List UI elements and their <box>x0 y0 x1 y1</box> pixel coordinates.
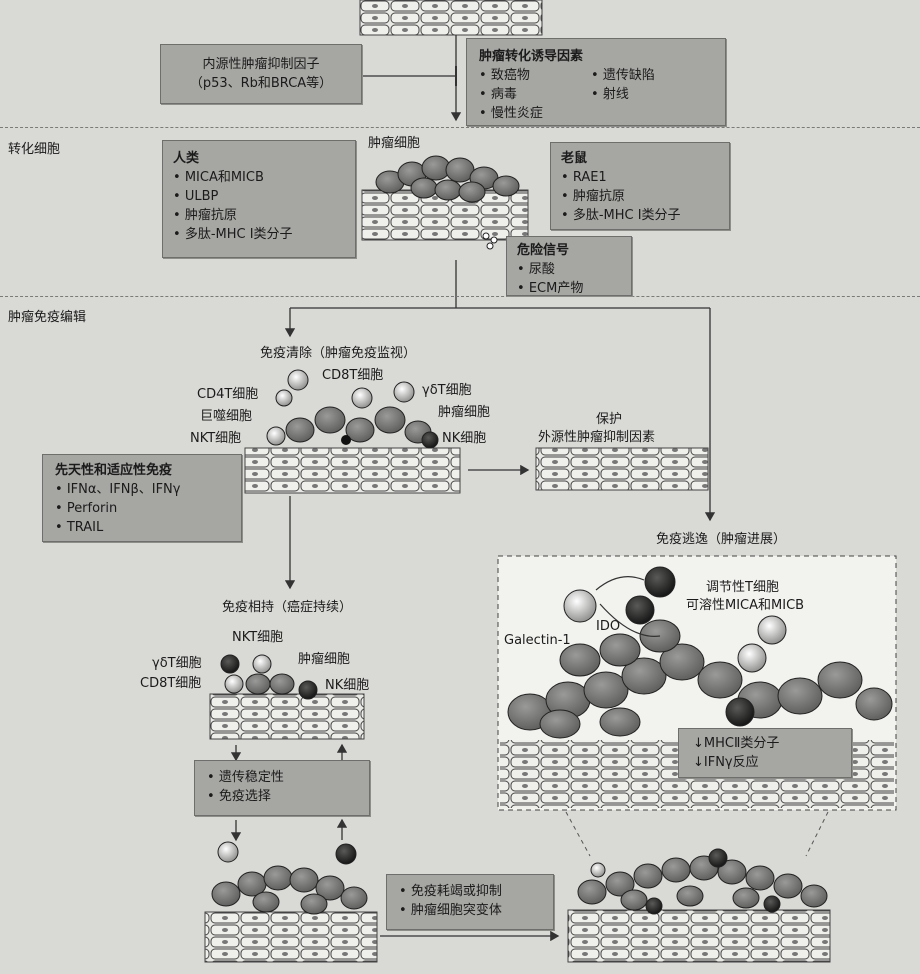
intrinsic-line1: 内源性肿瘤抑制因子 <box>202 57 320 72</box>
zoom-line-left <box>565 811 591 857</box>
mouse-item: 肿瘤抗原 <box>561 187 719 206</box>
label-cd8t: CD8T细胞 <box>322 368 384 383</box>
tissue-bottom-left <box>204 911 378 963</box>
label-galectin: Galectin-1 <box>504 633 571 648</box>
mhc-item: ↓IFNγ反应 <box>693 755 759 770</box>
human-item: MICA和MICB <box>173 168 345 187</box>
bottom-right-tumor-mass <box>577 848 828 915</box>
label-nk2: NK细胞 <box>325 678 370 693</box>
label-treg: 调节性T细胞 <box>706 580 779 595</box>
inducers-list: 致癌物 遗传缺陷 病毒 射线 慢性炎症 <box>479 66 713 123</box>
label-elimination: 免疫清除（肿瘤免疫监视） <box>260 346 417 361</box>
elimination-cell-cluster <box>266 369 439 449</box>
label-tumor-cell: 肿瘤细胞 <box>438 405 491 420</box>
intrinsic-line2: （p53、Rb和BRCA等） <box>189 76 333 91</box>
tissue-bottom-right <box>567 909 831 963</box>
inducer-item: 慢性炎症 <box>479 104 591 123</box>
tissue-top <box>359 0 543 36</box>
label-nkt2: NKT细胞 <box>232 630 284 645</box>
immunity-box: 先天性和适应性免疫 IFNα、IFNβ、IFNγ Perforin TRAIL <box>42 454 242 542</box>
danger-item: 尿酸 <box>517 260 621 279</box>
label-gdt2: γδT细胞 <box>152 656 202 671</box>
intrinsic-suppressor-box: 内源性肿瘤抑制因子 （p53、Rb和BRCA等） <box>160 44 362 104</box>
equilibrium-cell-cluster <box>220 654 318 700</box>
section-editing: 肿瘤免疫编辑 <box>8 310 87 325</box>
human-item: 多肽-MHC Ⅰ类分子 <box>173 225 345 244</box>
tissue-equilibrium <box>209 693 365 740</box>
exhaust-list: 免疫耗竭或抑制 肿瘤细胞突变体 <box>399 882 541 920</box>
bottom-left-tumor-mass <box>211 841 368 915</box>
immunity-title: 先天性和适应性免疫 <box>55 463 173 478</box>
mouse-ligands-box: 老鼠 RAE1 肿瘤抗原 多肽-MHC Ⅰ类分子 <box>550 142 730 230</box>
label-gdt: γδT细胞 <box>422 383 472 398</box>
label-tumor-cell-top: 肿瘤细胞 <box>368 136 421 151</box>
genetic-stability-box: 遗传稳定性 免疫选择 <box>194 760 370 816</box>
divider-2 <box>0 296 920 297</box>
human-item: 肿瘤抗原 <box>173 206 345 225</box>
danger-list: 尿酸 ECM产物 <box>517 260 621 298</box>
human-item: ULBP <box>173 187 345 206</box>
transformed-tumor-cluster <box>375 155 520 250</box>
mouse-title: 老鼠 <box>561 151 588 166</box>
label-protect: 保护 <box>596 412 623 427</box>
human-ligands-box: 人类 MICA和MICB ULBP 肿瘤抗原 多肽-MHC Ⅰ类分子 <box>162 140 356 258</box>
exhaustion-box: 免疫耗竭或抑制 肿瘤细胞突变体 <box>386 874 554 930</box>
mouse-item: RAE1 <box>561 168 719 187</box>
inducers-box: 肿瘤转化诱导因素 致癌物 遗传缺陷 病毒 射线 慢性炎症 <box>466 38 726 126</box>
label-macrophage: 巨噬细胞 <box>200 409 253 424</box>
label-cd8t2: CD8T细胞 <box>140 676 202 691</box>
label-tumor-cell2: 肿瘤细胞 <box>298 652 351 667</box>
label-equilibrium: 免疫相持（癌症持续） <box>222 600 353 615</box>
divider-1 <box>0 127 920 128</box>
exhaust-item: 肿瘤细胞突变体 <box>399 901 541 920</box>
immunity-item: IFNα、IFNβ、IFNγ <box>55 480 229 499</box>
genetic-item: 免疫选择 <box>207 787 357 806</box>
genetic-item: 遗传稳定性 <box>207 768 357 787</box>
label-cd4t: CD4T细胞 <box>197 387 259 402</box>
label-extrinsic: 外源性肿瘤抑制因素 <box>538 430 656 445</box>
label-nkt: NKT细胞 <box>190 431 242 446</box>
immunity-item: TRAIL <box>55 518 229 537</box>
tissue-elimination <box>244 447 461 494</box>
danger-signal-box: 危险信号 尿酸 ECM产物 <box>506 236 632 296</box>
inducer-item: 病毒 <box>479 85 591 104</box>
mouse-item: 多肽-MHC Ⅰ类分子 <box>561 206 719 225</box>
mhc-item: ↓MHCⅡ类分子 <box>693 736 780 751</box>
human-list: MICA和MICB ULBP 肿瘤抗原 多肽-MHC Ⅰ类分子 <box>173 168 345 244</box>
danger-title: 危险信号 <box>517 243 570 258</box>
inducer-item: 遗传缺陷 <box>591 66 713 85</box>
zoom-line-right <box>805 811 829 857</box>
human-title: 人类 <box>173 151 200 166</box>
immunity-list: IFNα、IFNβ、IFNγ Perforin TRAIL <box>55 480 229 537</box>
genetic-list: 遗传稳定性 免疫选择 <box>207 768 357 806</box>
tissue-protected <box>535 447 709 491</box>
danger-item: ECM产物 <box>517 279 621 298</box>
escape-tumor-mass <box>507 566 893 739</box>
immunity-item: Perforin <box>55 499 229 518</box>
exhaust-item: 免疫耗竭或抑制 <box>399 882 541 901</box>
label-escape: 免疫逃逸（肿瘤进展） <box>656 532 787 547</box>
label-soluble-mica: 可溶性MICA和MICB <box>686 598 805 613</box>
inducer-item: 射线 <box>591 85 713 104</box>
mouse-list: RAE1 肿瘤抗原 多肽-MHC Ⅰ类分子 <box>561 168 719 225</box>
mhc-box: ↓MHCⅡ类分子 ↓IFNγ反应 <box>678 728 852 778</box>
inducer-item: 致癌物 <box>479 66 591 85</box>
label-nk: NK细胞 <box>442 431 487 446</box>
inducers-title: 肿瘤转化诱导因素 <box>479 49 584 64</box>
label-ido: IDO <box>596 619 621 634</box>
section-transformed: 转化细胞 <box>8 142 61 157</box>
